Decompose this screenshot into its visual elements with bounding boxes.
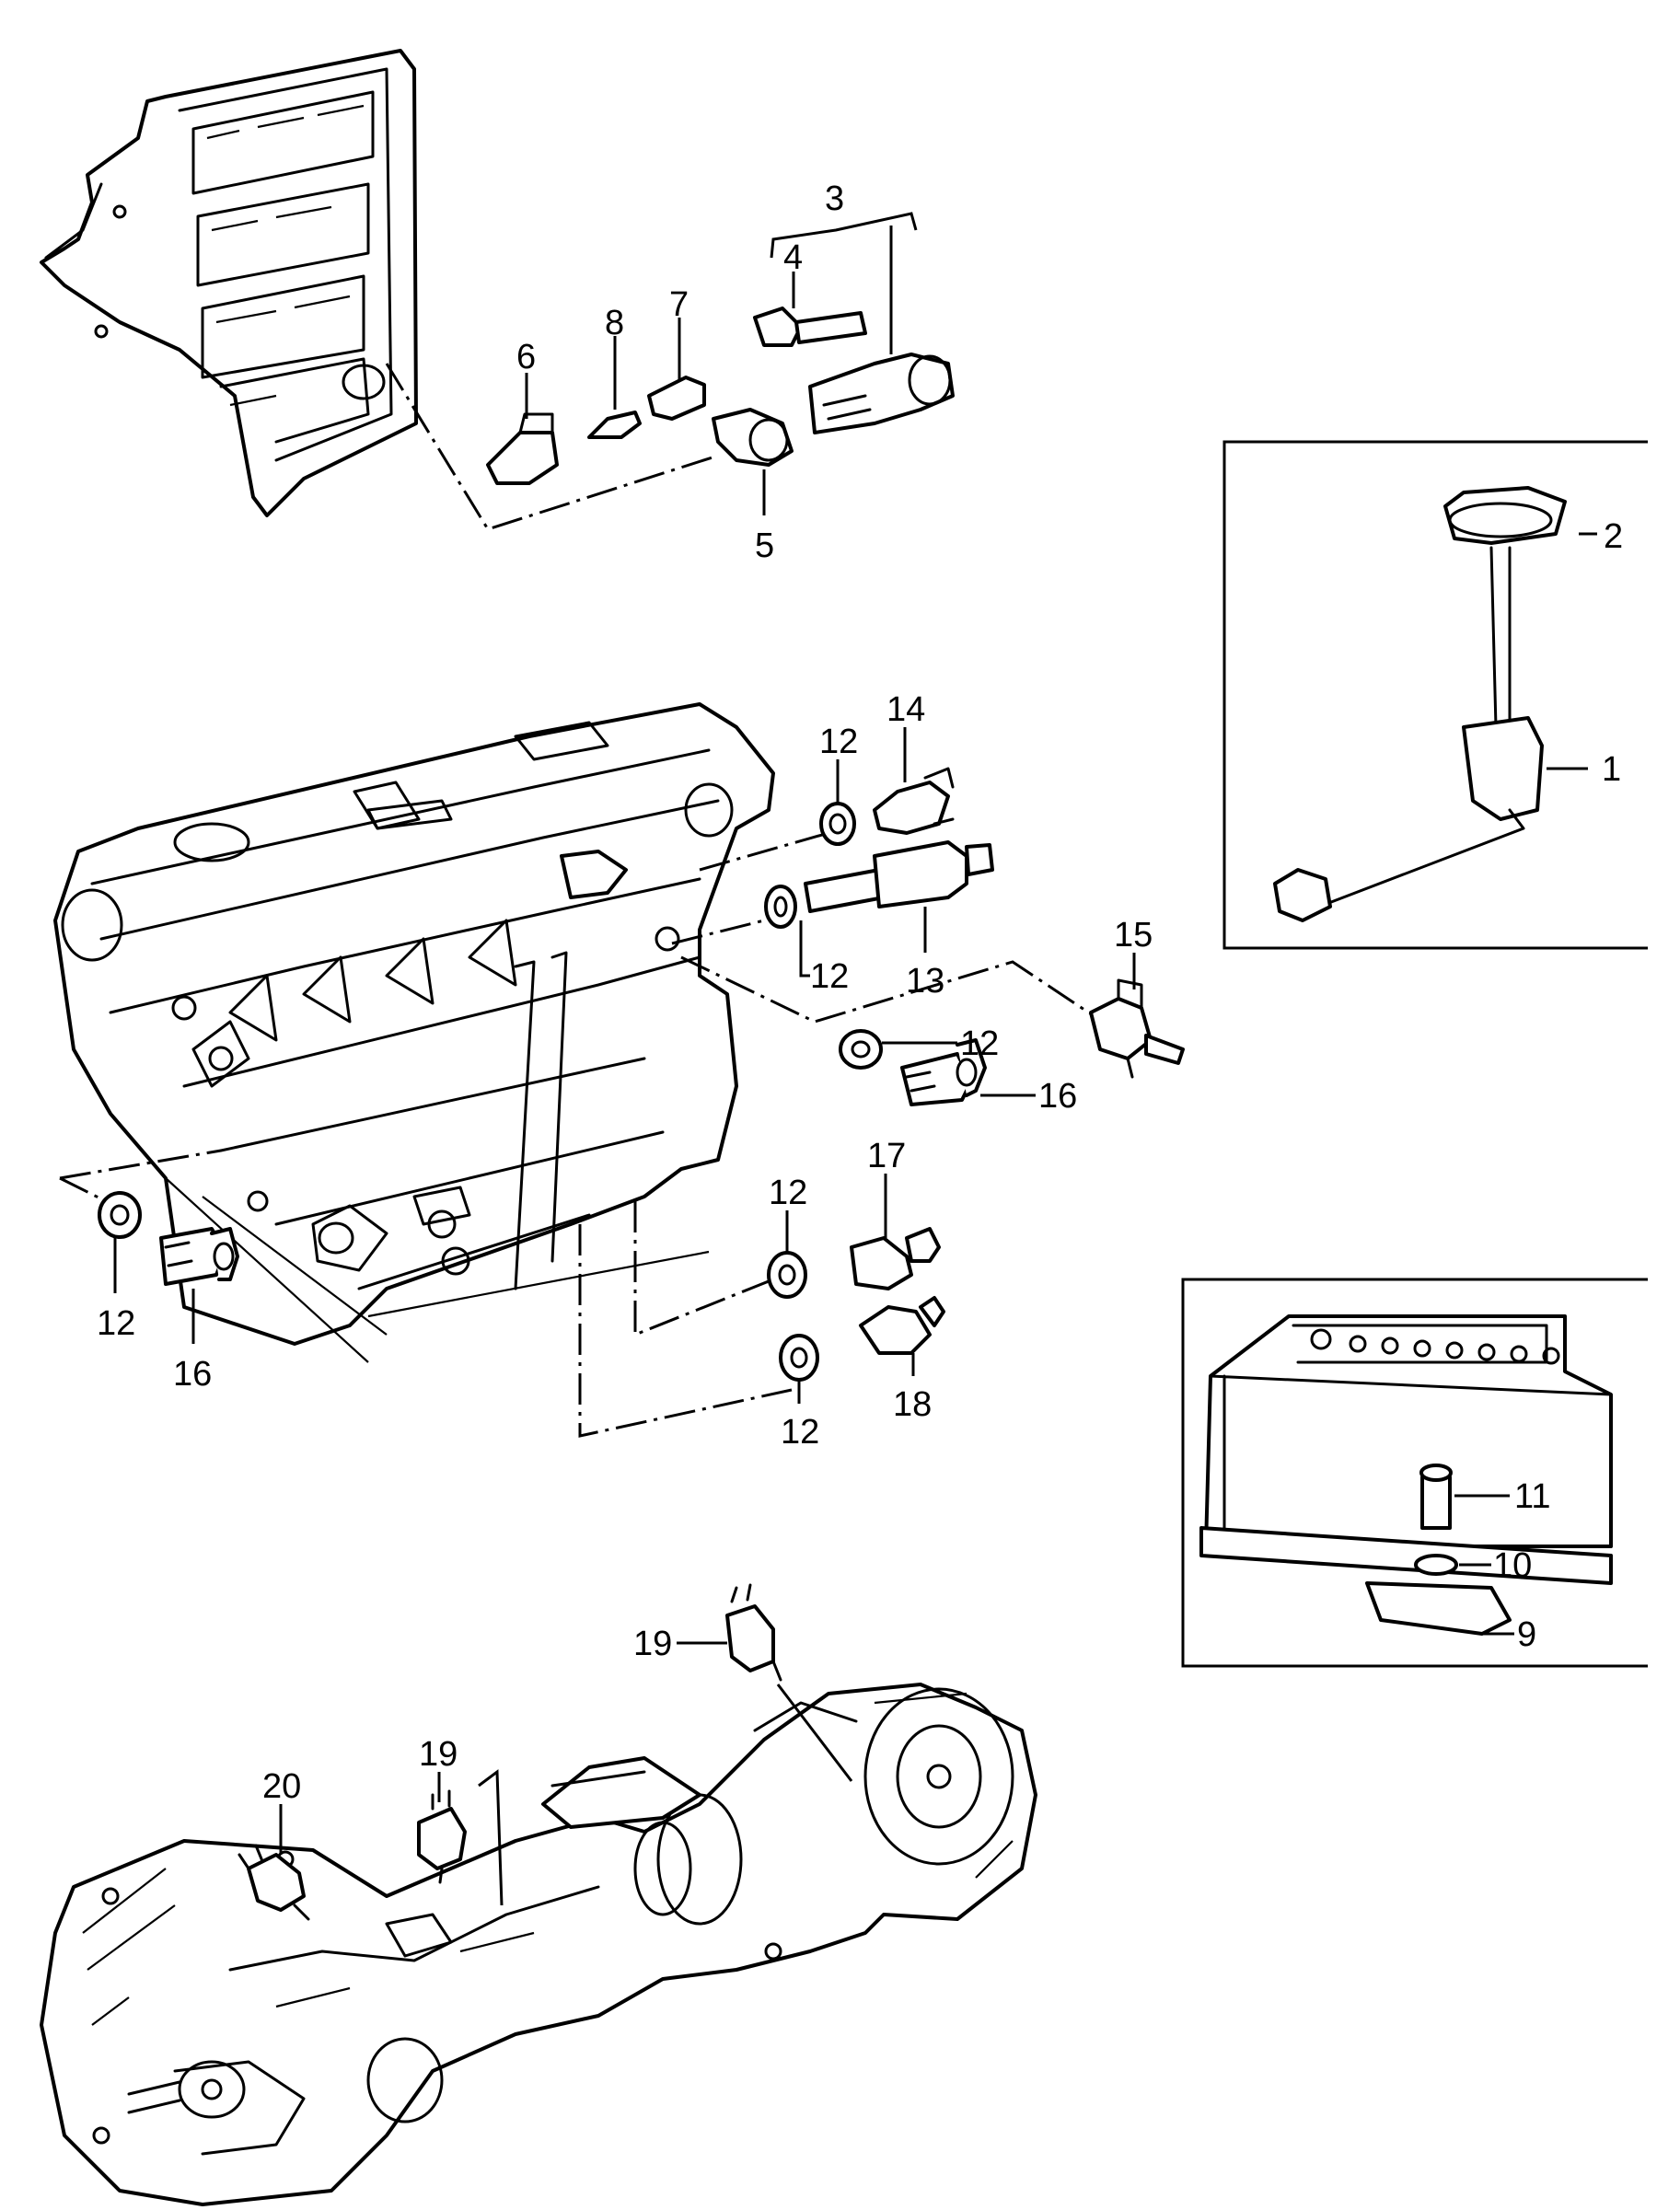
part-18-sensor [859,1296,945,1376]
part-15-sensor [1089,953,1185,1079]
bezel-leader [385,363,719,531]
part-3-lighter-assembly [770,212,955,434]
part-19-switch-lower [417,1769,504,1906]
callout-16-right: 16 [1038,1077,1077,1116]
callout-11: 11 [1514,1477,1550,1516]
engine-leader-17 [633,1201,774,1337]
callout-3: 3 [825,179,844,218]
part-12-seal-f [779,1334,819,1404]
part-16-plug-left [159,1227,239,1344]
engine-leader-14 [699,831,829,872]
part-16-plug-right [900,1038,1036,1106]
callout-19-upper: 19 [633,1625,672,1663]
callout-12-lower: 12 [769,1174,807,1212]
part-5-housing [712,408,794,515]
engine-leader-16-left-b [59,1176,107,1203]
engine-leader-16-left [59,1149,222,1180]
callout-7: 7 [669,285,689,324]
part-12-seal-a [819,759,856,846]
callout-15: 15 [1114,916,1153,955]
callout-9: 9 [1517,1615,1536,1654]
part-8-bulb [587,336,642,439]
callout-17: 17 [867,1137,906,1175]
callout-1: 1 [1602,750,1621,789]
callout-14: 14 [886,690,925,729]
callout-18: 18 [893,1385,932,1424]
engine-block [53,702,775,1363]
dashboard-bezel [40,49,418,517]
callout-5: 5 [755,526,774,565]
callout-8: 8 [605,304,624,342]
part-19-switch-upper [677,1583,853,1782]
part-17-sensor [850,1174,941,1290]
callout-4: 4 [783,238,803,277]
callout-12-mid: 12 [810,957,849,996]
callout-16-left: 16 [173,1355,212,1394]
part-12-seal-e [767,1210,807,1299]
part-12-seal-c [839,1029,957,1070]
callout-10: 10 [1493,1546,1532,1585]
engine-leader-18 [578,1224,793,1438]
callout-19-lower: 19 [419,1735,458,1774]
part-6-bulb-holder [486,373,559,485]
part-7-clip [647,318,706,421]
battery-inset [1181,1278,1648,1668]
callout-12-right: 12 [960,1024,999,1063]
engine-leader-15 [680,955,1096,1024]
part-12-seal-d [98,1191,142,1293]
part-12-seal-b [764,885,810,978]
callout-20: 20 [262,1767,301,1806]
fuel-sender-inset [1222,440,1648,950]
callout-2: 2 [1604,517,1623,556]
part-13-sender [804,840,994,953]
callout-12-top: 12 [819,723,858,761]
callout-6: 6 [516,338,536,376]
part-14-sensor [873,727,955,835]
callout-labels: 1 2 3 4 5 6 7 8 9 10 11 12 12 12 12 12 1… [97,179,1623,1806]
engine-leader-13 [671,919,765,945]
part-20-switch [238,1804,310,1921]
callout-13: 13 [906,962,944,1001]
callout-12-left: 12 [97,1304,135,1343]
callout-12-bottom: 12 [781,1413,819,1452]
transmission [40,1683,1037,2206]
part-4-lighter-element [753,272,867,347]
